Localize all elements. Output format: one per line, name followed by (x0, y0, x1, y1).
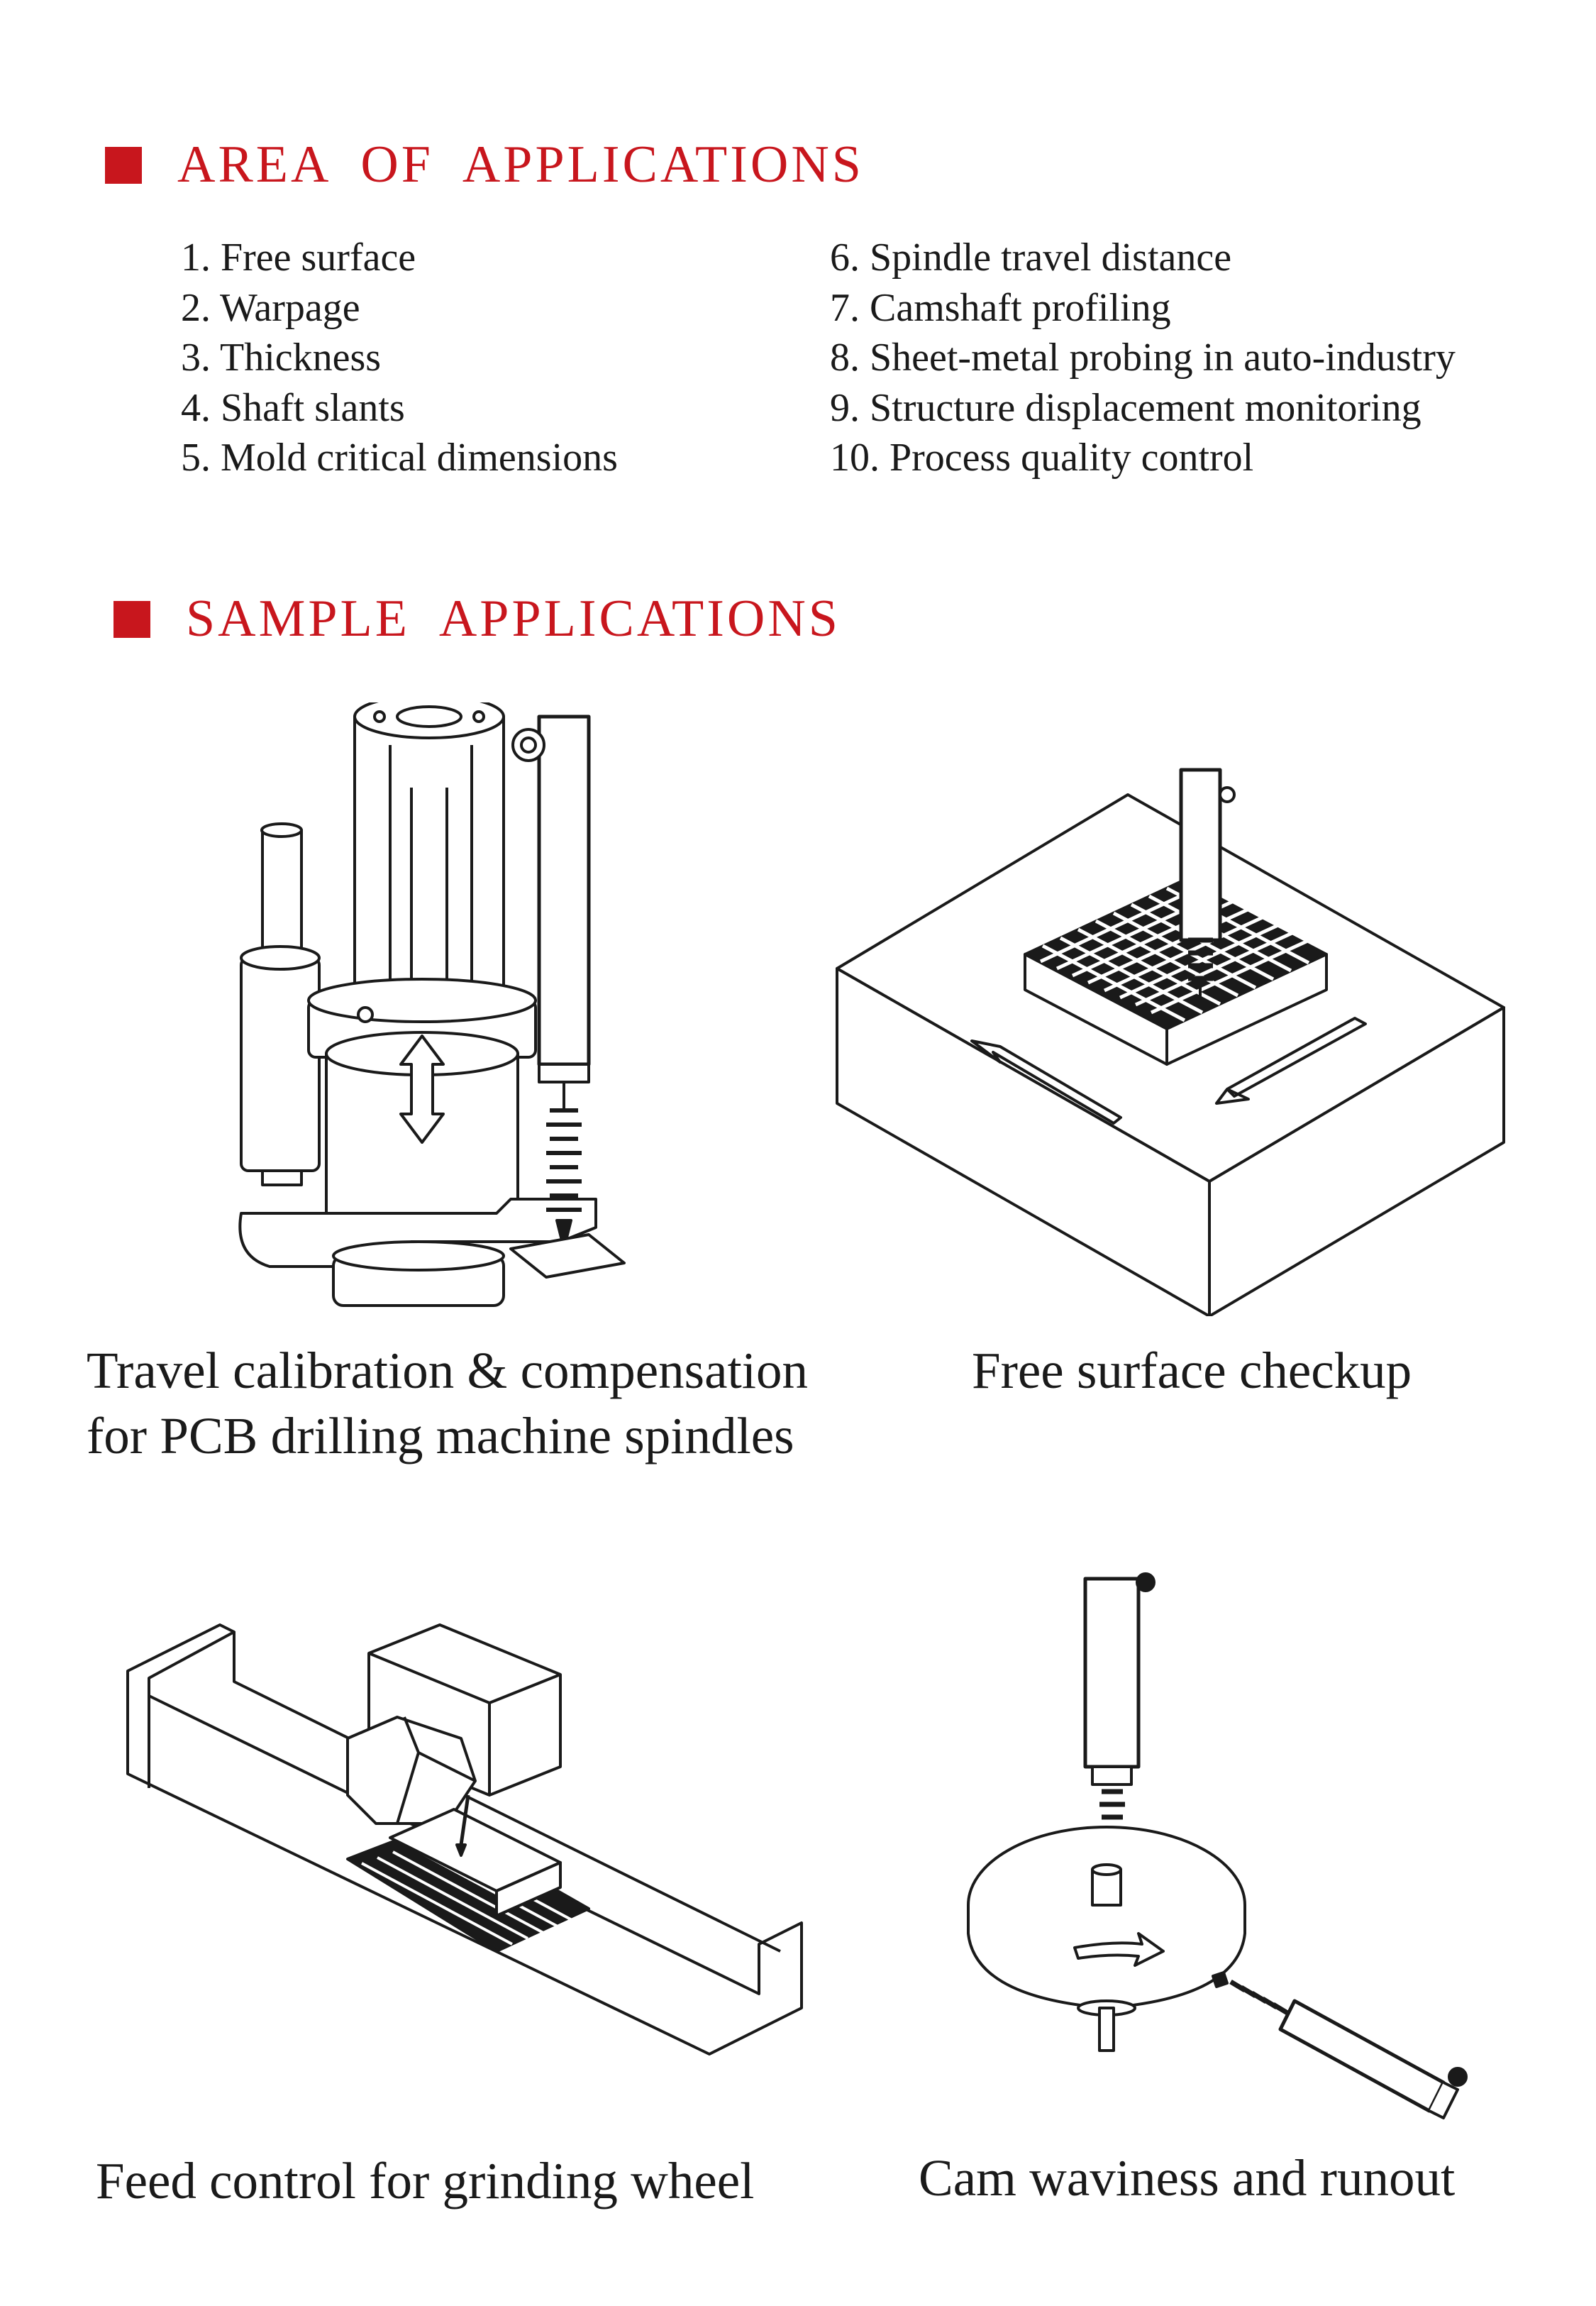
list-item: 6. Spindle travel distance (830, 236, 1232, 280)
list-item: 3. Thickness (181, 336, 382, 380)
list-item: 9. Structure displacement monitoring (830, 385, 1422, 430)
cam-caption: Cam waviness and runout (919, 2149, 1456, 2207)
list-item: 2. Warpage (181, 285, 360, 330)
free-surface-illustration (830, 763, 1511, 1316)
list-item: 1. Free surface (181, 236, 416, 280)
grinding-illustration (121, 1611, 816, 2086)
area-title: AREA OF APPLICATIONS (177, 136, 864, 194)
samples-title: SAMPLE APPLICATIONS (186, 590, 841, 648)
red-square-icon (113, 600, 150, 638)
pcb-caption: Travel calibration & compensation for PC… (87, 1338, 808, 1469)
area-list-left: 1. Free surface 2. Warpage 3. Thickness … (181, 233, 618, 483)
grinding-caption: Feed control for grinding wheel (96, 2152, 755, 2210)
pcb-spindle-illustration (227, 702, 645, 1313)
list-item: 4. Shaft slants (181, 385, 405, 430)
list-item: 10. Process quality control (830, 436, 1254, 480)
list-item: 5. Mold critical dimensions (181, 436, 618, 480)
list-item: 8. Sheet-metal probing in auto-industry (830, 336, 1456, 380)
list-item: 7. Camshaft profiling (830, 285, 1171, 330)
red-square-icon (105, 146, 142, 184)
free-surface-caption: Free surface checkup (972, 1342, 1412, 1399)
area-heading: AREA OF APPLICATIONS (105, 135, 864, 195)
area-list-right: 6. Spindle travel distance 7. Camshaft p… (830, 233, 1456, 483)
samples-heading: SAMPLE APPLICATIONS (113, 589, 841, 649)
cam-illustration (961, 1565, 1490, 2132)
pcb-caption-line2: for PCB drilling machine spindles (87, 1407, 794, 1464)
pcb-caption-line1: Travel calibration & compensation (87, 1342, 809, 1399)
